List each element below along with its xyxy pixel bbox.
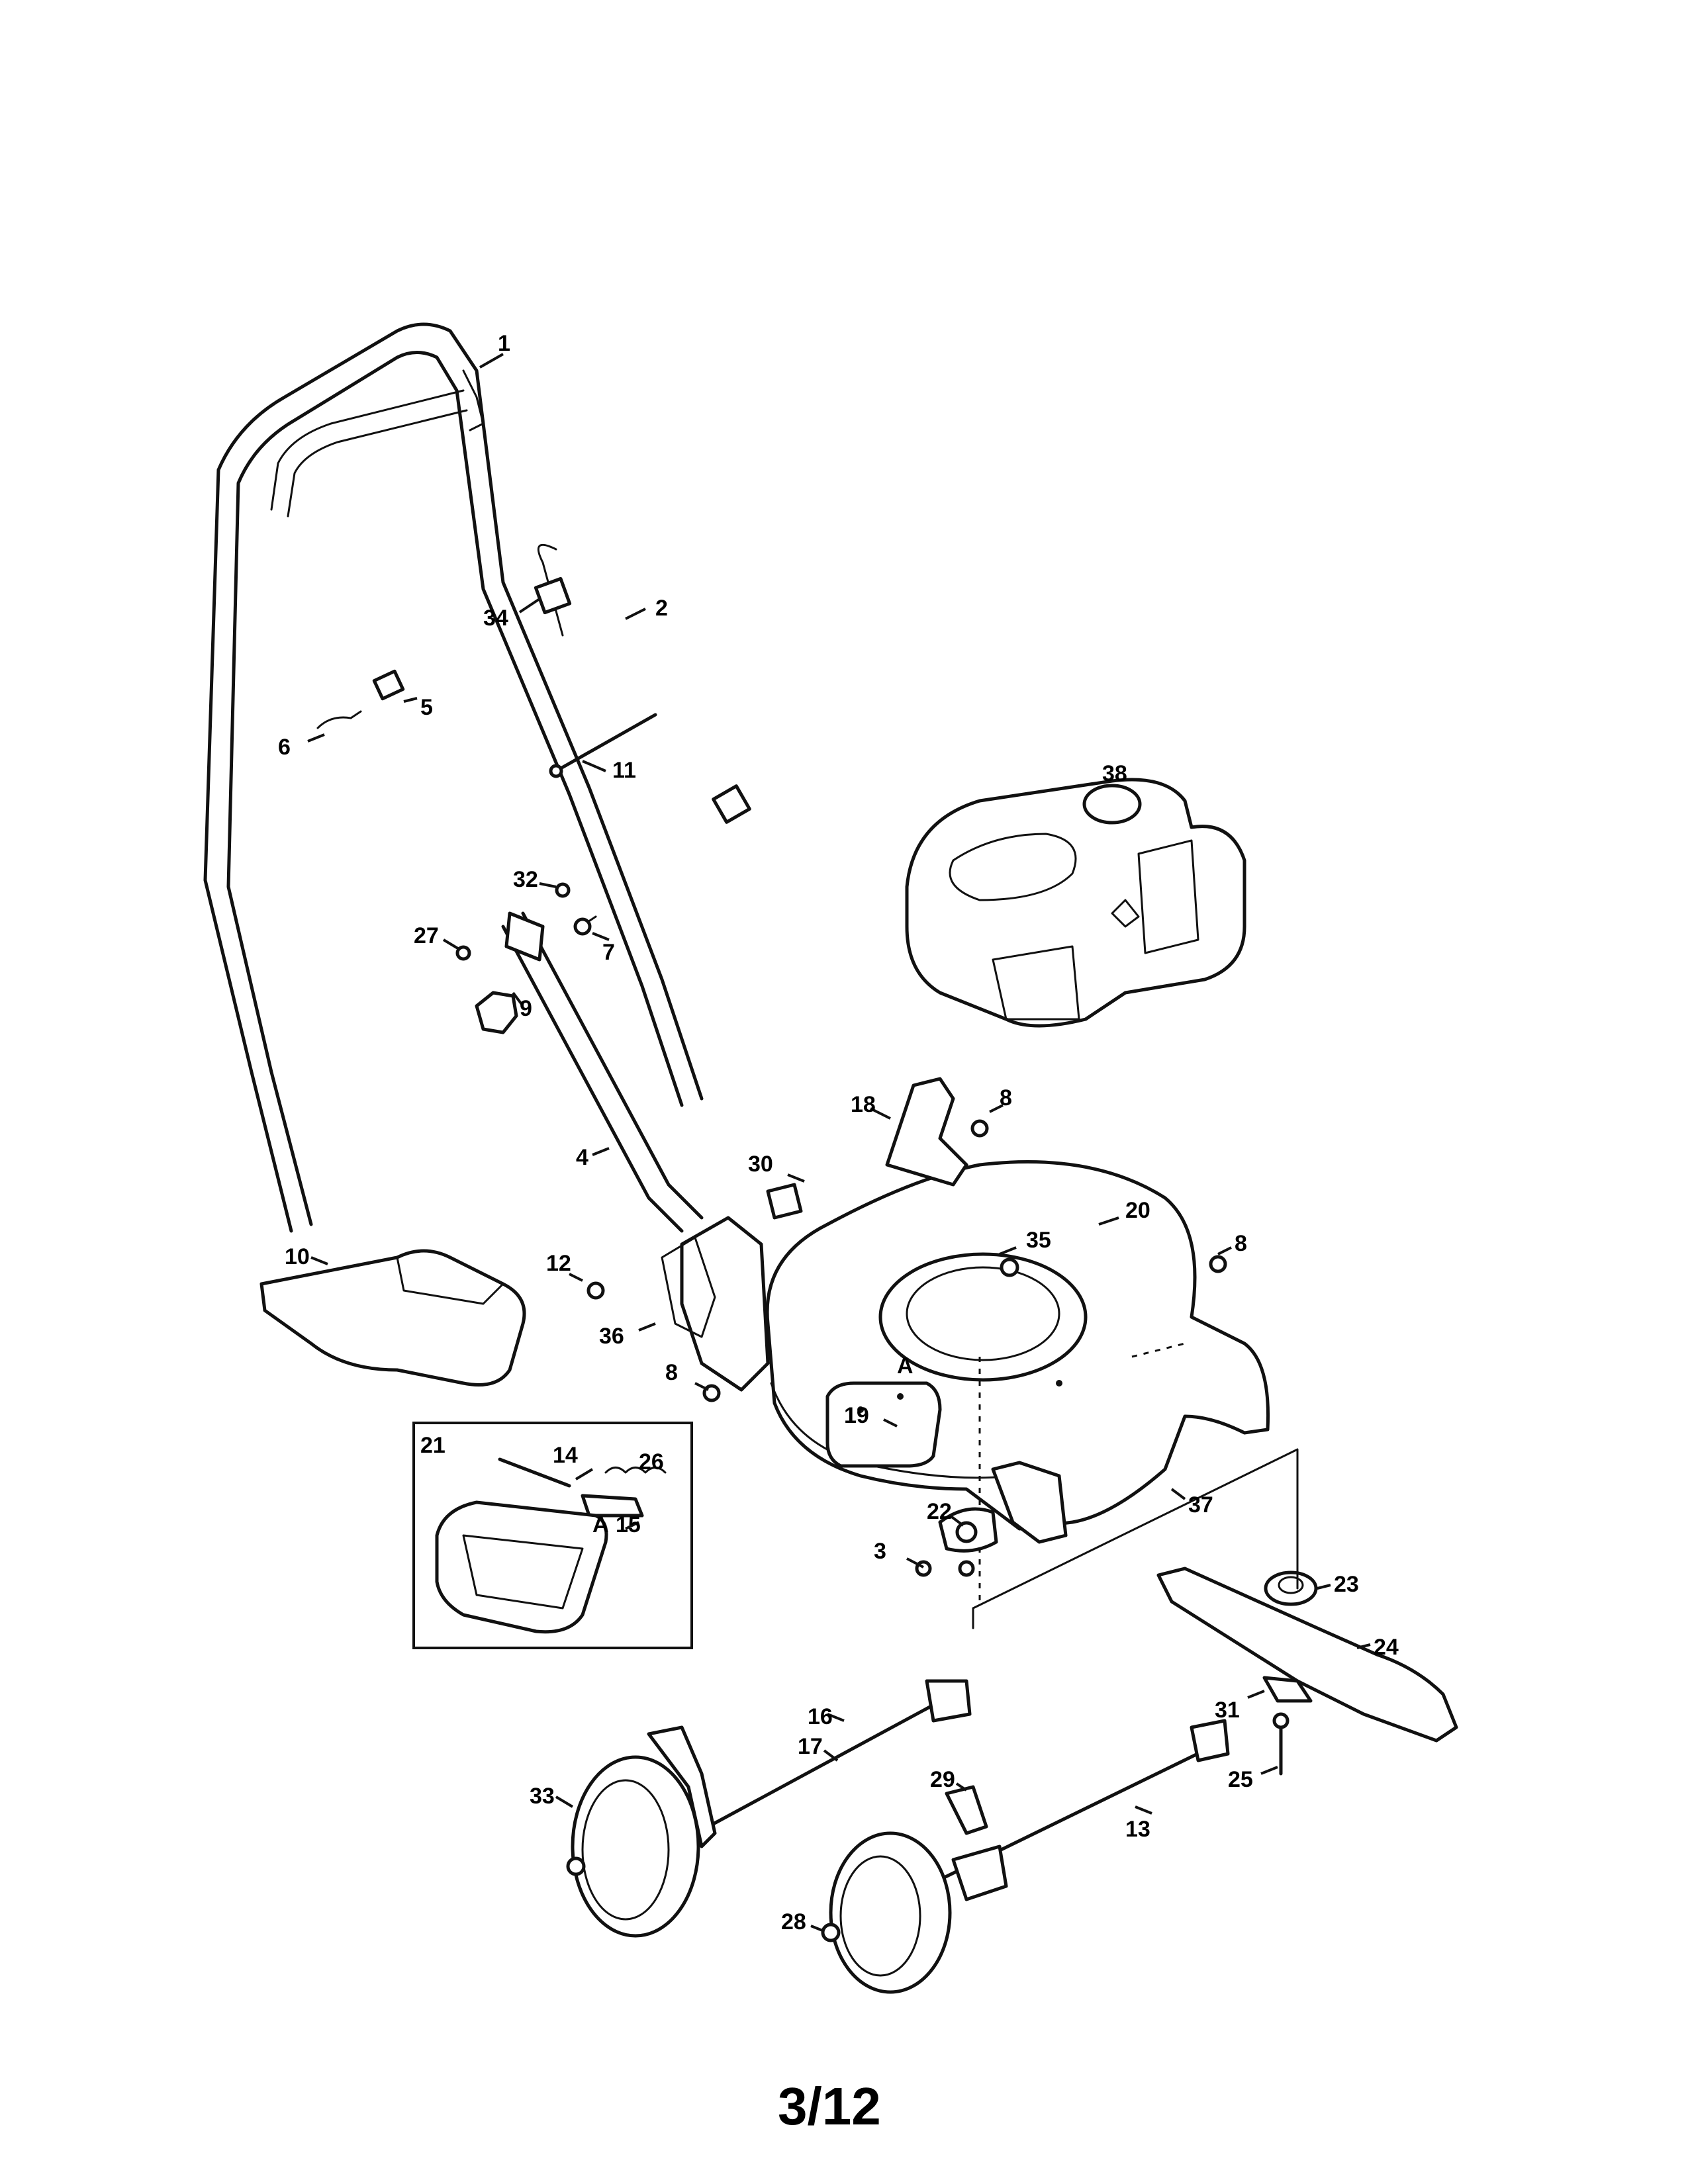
reference-mark-inset-a: A bbox=[592, 1512, 609, 1537]
reference-mark-deck-a: A bbox=[897, 1353, 914, 1379]
blade-assembly bbox=[972, 1448, 1458, 1776]
callout-13: 13 bbox=[1125, 1817, 1150, 1842]
callout-11: 11 bbox=[612, 758, 636, 783]
rear-discharge-guard bbox=[259, 1249, 526, 1387]
handle-hardware bbox=[455, 882, 597, 1034]
callout-36: 36 bbox=[599, 1324, 624, 1349]
callout-20: 20 bbox=[1125, 1198, 1150, 1223]
engine bbox=[905, 778, 1246, 1028]
callout-37: 37 bbox=[1188, 1492, 1213, 1518]
mulch-plug-inset bbox=[412, 1422, 693, 1649]
callout-14: 14 bbox=[553, 1443, 578, 1468]
callout-7: 7 bbox=[602, 940, 615, 965]
callout-16: 16 bbox=[808, 1704, 833, 1729]
callout-28: 28 bbox=[781, 1909, 806, 1934]
callout-17: 17 bbox=[798, 1734, 823, 1759]
callout-8b: 8 bbox=[1235, 1231, 1247, 1256]
callout-10: 10 bbox=[285, 1244, 310, 1269]
front-wheel bbox=[821, 1831, 952, 1994]
callout-8a: 8 bbox=[1000, 1085, 1012, 1111]
cable-tie bbox=[534, 543, 572, 637]
rear-axle bbox=[647, 1679, 972, 1848]
callout-4: 4 bbox=[576, 1145, 588, 1170]
callout-2: 2 bbox=[655, 596, 668, 621]
callout-19: 19 bbox=[844, 1403, 869, 1428]
callout-22: 22 bbox=[927, 1499, 952, 1524]
callout-24: 24 bbox=[1374, 1635, 1399, 1660]
callout-30: 30 bbox=[748, 1152, 773, 1177]
leader-lines bbox=[307, 353, 1371, 1933]
callout-21: 21 bbox=[420, 1433, 445, 1458]
callout-labels: 1 2 34 5 6 11 32 27 7 9 38 4 18 8 30 20 … bbox=[278, 331, 1399, 1934]
cable-guide bbox=[316, 669, 405, 729]
callout-6: 6 bbox=[278, 735, 291, 760]
callout-23: 23 bbox=[1334, 1572, 1359, 1597]
callout-12: 12 bbox=[546, 1251, 571, 1276]
callout-1: 1 bbox=[498, 331, 510, 356]
page-number: 3/12 bbox=[778, 2077, 881, 2136]
callout-29: 29 bbox=[930, 1767, 955, 1792]
callout-8c: 8 bbox=[665, 1360, 678, 1385]
callout-26: 26 bbox=[639, 1449, 664, 1475]
front-axle bbox=[938, 1719, 1230, 1901]
callout-3: 3 bbox=[874, 1539, 886, 1564]
mower-deck bbox=[661, 1077, 1270, 1602]
callout-15: 15 bbox=[616, 1512, 641, 1537]
upper-handle bbox=[203, 322, 751, 1233]
callout-33: 33 bbox=[530, 1784, 555, 1809]
callout-18: 18 bbox=[851, 1092, 876, 1117]
callout-32: 32 bbox=[513, 867, 538, 892]
lower-handle bbox=[501, 911, 704, 1233]
callout-25: 25 bbox=[1228, 1767, 1253, 1792]
callout-27: 27 bbox=[414, 923, 439, 948]
rear-wheel bbox=[566, 1755, 700, 1938]
callout-5: 5 bbox=[420, 695, 433, 720]
callout-35: 35 bbox=[1026, 1228, 1051, 1253]
callout-34: 34 bbox=[483, 606, 508, 631]
callout-38: 38 bbox=[1102, 761, 1127, 786]
callout-31: 31 bbox=[1215, 1698, 1240, 1723]
callout-9: 9 bbox=[520, 996, 532, 1021]
handle-rod bbox=[549, 713, 657, 778]
